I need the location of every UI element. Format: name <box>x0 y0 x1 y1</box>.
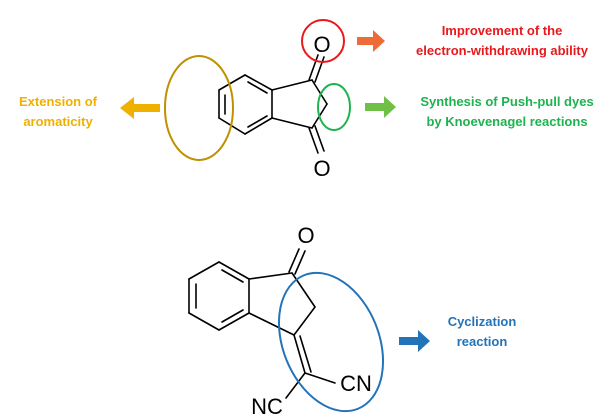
cyano-bonds <box>285 372 336 399</box>
bottom-carbonyl-bond <box>288 248 306 275</box>
synthesis-label-line1: Synthesis of Push-pull dyes <box>420 94 593 109</box>
extension-label-line2: aromaticity <box>23 114 93 129</box>
green-arrow-right-icon <box>365 96 396 118</box>
orange-arrow-right-icon <box>357 30 385 52</box>
red-carbonyl-circle <box>301 19 345 63</box>
extension-label-line1: Extension of <box>19 94 98 109</box>
bottom-molecule <box>188 248 336 399</box>
gold-aromatic-ellipse <box>164 55 234 161</box>
bottom-oxygen: O <box>297 223 314 248</box>
yellow-arrow-left-icon <box>120 97 160 119</box>
top-molecule <box>218 54 328 154</box>
top-oxygen-upper: O <box>313 32 330 57</box>
cyano-label-right: CN <box>340 371 372 396</box>
blue-arrow-right-icon <box>399 330 430 352</box>
top-benzene-ring <box>218 74 273 135</box>
synthesis-label-line2: by Knoevenagel reactions <box>426 114 587 129</box>
improvement-label-line1: Improvement of the <box>442 23 563 38</box>
cyano-label-left: NC <box>251 394 283 415</box>
top-oxygen-lower: O <box>313 156 330 181</box>
bottom-benzene-ring <box>188 261 250 331</box>
top-carbonyl-bonds <box>308 54 325 154</box>
cyclization-label-line1: Cyclization <box>448 314 517 329</box>
exocyclic-double-bond <box>293 334 312 374</box>
green-methylene-ellipse <box>317 83 351 131</box>
blue-cyclization-ellipse <box>277 271 385 413</box>
cyclization-label-line2: reaction <box>457 334 508 349</box>
improvement-label-line2: electron-withdrawing ability <box>416 43 589 58</box>
